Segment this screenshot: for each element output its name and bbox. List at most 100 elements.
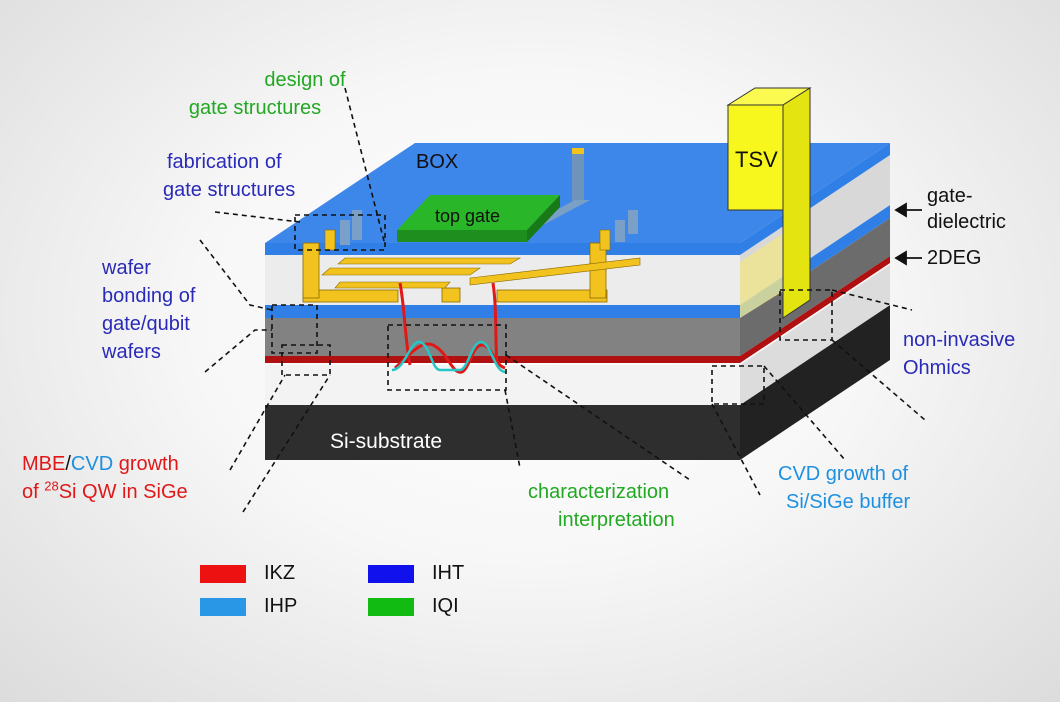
- top-gate-side: [527, 195, 560, 242]
- red-lead: [491, 282, 499, 366]
- label-28si-qw: of 28Si QW in SiGe: [22, 478, 188, 504]
- layer-stack-side: [740, 143, 890, 460]
- label-top-gate: top gate: [435, 206, 501, 226]
- gate-finger: [441, 287, 461, 303]
- label-design-of: design of: [264, 69, 346, 91]
- legend-swatch-ihp: [200, 597, 246, 616]
- label-2deg: 2DEG: [927, 247, 982, 269]
- bonding-blue-front: [265, 305, 740, 318]
- gate-finger: [496, 289, 608, 303]
- label-box: BOX: [416, 151, 459, 173]
- label-wafer: wafer: [102, 257, 151, 279]
- label-tsv: TSV: [735, 147, 778, 172]
- label-cvd: CVD: [70, 453, 114, 475]
- pillar: [340, 220, 350, 245]
- label-mbe-cvd-growth: MBE/CVD growth: [22, 452, 179, 476]
- gate-diagonal: [469, 257, 641, 286]
- upper-sige-front: [265, 318, 740, 356]
- qw-line-side: [740, 256, 890, 363]
- label-gate-structures: gate structures: [188, 97, 322, 119]
- label-ohmics: Ohmics: [903, 357, 971, 379]
- si-substrate-front: [265, 405, 740, 460]
- leader-buffer-2: [763, 365, 846, 461]
- legend-label-ihp: IHP: [264, 595, 298, 617]
- tsv-front: [727, 104, 784, 211]
- red-lead: [398, 282, 412, 366]
- leader-lines: [199, 87, 926, 513]
- qubit-wavefunction: [391, 282, 507, 374]
- label-fabrication-gate-structures: gate structures: [163, 179, 296, 201]
- pillar-tall-cap: [572, 148, 584, 154]
- label-slash: /: [65, 453, 71, 475]
- label-si-qw: Si QW in SiGe: [58, 481, 188, 503]
- label-mbe: MBE: [22, 453, 66, 475]
- leader-ohmics-2: [831, 339, 926, 421]
- label-gate-qubit: gate/qubit: [102, 313, 190, 335]
- pillar: [352, 210, 362, 240]
- label-characterization: characterization: [528, 481, 670, 503]
- leader-buffer-1: [711, 403, 761, 496]
- dashed-box-qw: [281, 344, 331, 376]
- legend-item-ikz: IKZ: [200, 562, 295, 585]
- yellow-window: [740, 232, 785, 318]
- label-gate-dielectric-1: gate-: [927, 185, 973, 207]
- legend-label-ikz: IKZ: [264, 562, 296, 584]
- top-gate-block: [397, 195, 560, 242]
- label-gate-dielectric-2: dielectric: [927, 211, 1006, 233]
- legend-item-ihp: IHP: [200, 595, 297, 618]
- gradient-front: [265, 318, 740, 356]
- legend-item-iht: IHT: [368, 562, 464, 585]
- gate-diagonal: [321, 267, 481, 276]
- top-gate-front: [397, 230, 527, 242]
- leader-wafer-1: [199, 239, 273, 311]
- legend-swatch-iht: [368, 564, 414, 583]
- leader-ohmics-1: [831, 289, 913, 311]
- arrow-2deg-head: [894, 250, 907, 266]
- gate-diagonal: [334, 281, 451, 289]
- label-non-invasive: non-invasive: [903, 329, 1016, 351]
- dashed-box-qubit: [387, 324, 507, 391]
- dashed-box-gates: [294, 214, 386, 251]
- leader-design: [344, 87, 386, 246]
- label-of: of: [22, 481, 45, 503]
- box-side: [740, 143, 890, 255]
- layer-stack-front: [265, 243, 740, 460]
- label-si-sige-buffer: Si/SiGe buffer: [786, 491, 911, 513]
- gate-structures: [302, 242, 641, 303]
- pillar: [615, 220, 625, 242]
- dashed-box-bonding: [271, 304, 318, 354]
- dashed-boxes: [271, 214, 833, 405]
- cyan-wave: [391, 340, 507, 374]
- qw-line-front: [265, 356, 740, 363]
- legend-swatch-iqi: [368, 597, 414, 616]
- buffer-side: [740, 265, 890, 405]
- pillar-tall: [572, 152, 584, 204]
- legend-item-iqi: IQI: [368, 595, 459, 618]
- upper-sige-side: [740, 218, 890, 356]
- label-wafers: wafers: [102, 341, 161, 363]
- si-substrate-side: [740, 305, 890, 460]
- label-cvd-growth-of: CVD growth of: [778, 463, 909, 485]
- dashed-box-ohmics: [779, 289, 833, 341]
- tsv-side: [782, 87, 811, 319]
- legend-swatch-ikz: [200, 564, 246, 583]
- arrows: [894, 202, 922, 266]
- gate-diagonal: [337, 257, 522, 265]
- legend-label-iht: IHT: [432, 562, 465, 584]
- legend-label-iqi: IQI: [432, 595, 459, 617]
- arrow-dielectric-head: [894, 202, 907, 218]
- label-interpretation: interpretation: [558, 509, 675, 531]
- gate-post: [302, 242, 320, 299]
- leader-mbe-2: [242, 374, 331, 513]
- top-gate-top: [397, 195, 560, 230]
- pillar: [599, 229, 611, 251]
- label-sup28: 28: [44, 478, 59, 494]
- leader-wafer-2: [204, 329, 272, 373]
- label-growth: growth: [113, 453, 179, 475]
- leader-fabrication: [214, 211, 301, 223]
- pillar: [324, 229, 336, 251]
- leader-char-1: [504, 389, 521, 469]
- leader-mbe-1: [229, 374, 286, 471]
- pillar: [628, 210, 638, 234]
